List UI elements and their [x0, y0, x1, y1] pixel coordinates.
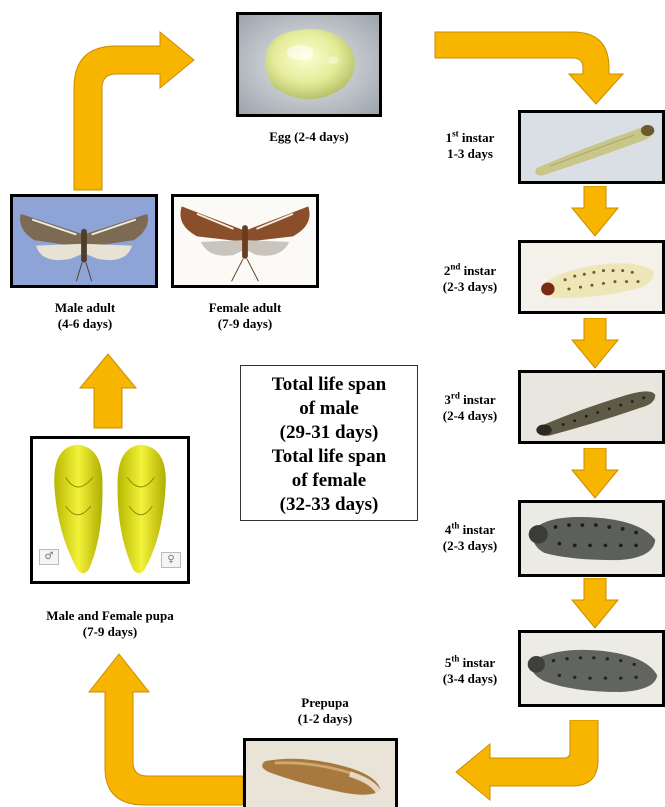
- instar5-duration: (3-4 days): [443, 671, 498, 686]
- instar1-duration: 1-3 days: [447, 146, 493, 161]
- arrow-instar5-to-prepupa: [452, 720, 602, 807]
- male-adult-label: Male adult (4-6 days): [20, 300, 150, 332]
- instar1-photo: [518, 110, 665, 184]
- male-adult-photo: [10, 194, 158, 288]
- instar3-word: instar: [463, 392, 496, 407]
- instar2-duration: (2-3 days): [443, 279, 498, 294]
- male-adult-duration: (4-6 days): [58, 316, 113, 331]
- instar3-duration: (2-4 days): [443, 408, 498, 423]
- instar4-duration: (2-3 days): [443, 538, 498, 553]
- female-span-days: (32-33 days): [241, 493, 417, 517]
- pupa-name: Male and Female pupa: [46, 608, 173, 623]
- arrow-prepupa-to-pupa: [75, 650, 245, 807]
- instar3-label: 3rd instar (2-4 days): [420, 392, 520, 424]
- male-symbol: ♂: [39, 549, 59, 565]
- instar3-suffix: rd: [451, 391, 460, 401]
- egg-photo: [236, 12, 382, 117]
- instar5-word: instar: [463, 655, 496, 670]
- instar2-word: instar: [464, 263, 497, 278]
- instar5-label: 5th instar (3-4 days): [420, 655, 520, 687]
- female-adult-photo: [171, 194, 319, 288]
- female-span-line1: Total life span: [241, 445, 417, 469]
- prepupa-photo: [243, 738, 398, 807]
- female-span-line2: of female: [241, 469, 417, 493]
- egg-label: Egg (2-4 days): [236, 129, 382, 145]
- pupa-duration: (7-9 days): [83, 624, 138, 639]
- instar4-word: instar: [463, 522, 496, 537]
- prepupa-name: Prepupa: [301, 695, 348, 710]
- pupa-label: Male and Female pupa (7-9 days): [10, 608, 210, 640]
- female-adult-label: Female adult (7-9 days): [180, 300, 310, 332]
- female-symbol: ♀: [161, 552, 181, 568]
- male-span-line2: of male: [241, 397, 417, 421]
- instar4-suffix: th: [451, 521, 459, 531]
- instar4-label: 4th instar (2-3 days): [420, 522, 520, 554]
- arrow-instar2-to-instar3: [570, 318, 620, 370]
- instar2-suffix: nd: [450, 262, 460, 272]
- female-adult-name: Female adult: [209, 300, 282, 315]
- prepupa-duration: (1-2 days): [298, 711, 353, 726]
- instar1-label: 1st instar 1-3 days: [420, 130, 520, 162]
- arrow-instar4-to-instar5: [570, 578, 620, 630]
- instar2-label: 2nd instar (2-3 days): [420, 263, 520, 295]
- male-adult-name: Male adult: [55, 300, 115, 315]
- instar3-photo: [518, 370, 665, 444]
- instar2-photo: [518, 240, 665, 314]
- instar1-suffix: st: [452, 129, 459, 139]
- arrow-instar3-to-instar4: [570, 448, 620, 500]
- female-adult-duration: (7-9 days): [218, 316, 273, 331]
- instar5-suffix: th: [451, 654, 459, 664]
- total-life-span-box: Total life span of male (29-31 days) Tot…: [240, 365, 418, 521]
- male-span-days: (29-31 days): [241, 421, 417, 445]
- arrow-pupa-to-adult: [76, 352, 140, 430]
- prepupa-label: Prepupa (1-2 days): [265, 695, 385, 727]
- male-span-line1: Total life span: [241, 373, 417, 397]
- arrow-instar1-to-instar2: [570, 186, 620, 238]
- arrow-adult-to-egg: [60, 30, 200, 192]
- instar5-photo: [518, 630, 665, 707]
- instar4-photo: [518, 500, 665, 577]
- arrow-egg-to-instar1: [433, 28, 633, 108]
- instar1-word: instar: [462, 130, 495, 145]
